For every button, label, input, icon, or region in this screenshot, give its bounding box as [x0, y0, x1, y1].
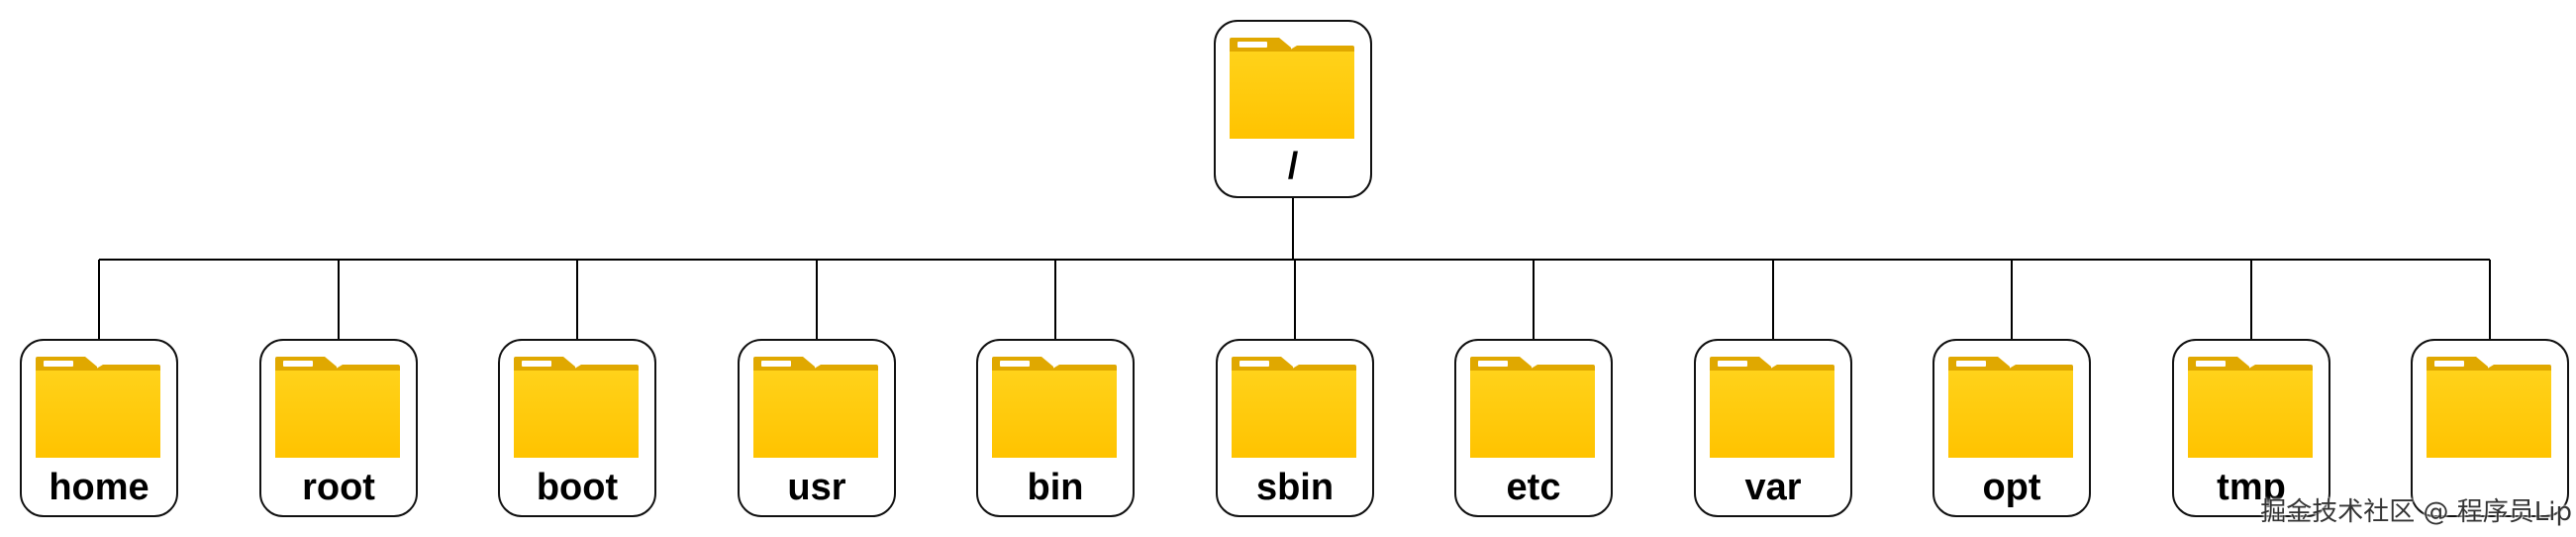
child-directory-node: sbin [1216, 339, 1374, 517]
folder-icon [36, 357, 160, 458]
folder-icon [1710, 357, 1834, 458]
child-directory-label: etc [1506, 467, 1561, 508]
child-directory-node: etc [1454, 339, 1613, 517]
child-directory-node: home [20, 339, 178, 517]
folder-icon [275, 357, 400, 458]
child-directory-label: bin [1027, 467, 1084, 508]
child-directory-node: root [259, 339, 418, 517]
folder-icon [1230, 38, 1354, 139]
child-directory-label: root [302, 467, 375, 508]
child-directory-label: opt [1982, 467, 2041, 508]
root-directory-node: / [1214, 20, 1372, 198]
child-directory-node [2411, 339, 2569, 517]
child-directory-node: usr [738, 339, 896, 517]
child-directory-node: boot [498, 339, 656, 517]
folder-icon [2427, 357, 2551, 458]
child-directory-label: usr [787, 467, 846, 508]
child-directory-label: sbin [1255, 467, 1335, 508]
folder-icon [992, 357, 1117, 458]
folder-icon [1470, 357, 1595, 458]
folder-icon [1232, 357, 1356, 458]
child-directory-node: tmp [2172, 339, 2330, 517]
child-directory-label: home [49, 467, 149, 508]
folder-icon [514, 357, 639, 458]
watermark: 掘金技术社区 @ 程序员Lip [2260, 497, 2572, 527]
child-directory-node: var [1694, 339, 1852, 517]
folder-icon [1948, 357, 2073, 458]
root-directory-label: / [1287, 146, 1299, 187]
child-directory-label: var [1744, 467, 1802, 508]
child-directory-node: opt [1932, 339, 2091, 517]
child-directory-label: tmp [2217, 467, 2286, 508]
child-directory-node: bin [976, 339, 1135, 517]
folder-icon [2188, 357, 2313, 458]
child-directory-label: boot [536, 467, 619, 508]
folder-icon [753, 357, 878, 458]
